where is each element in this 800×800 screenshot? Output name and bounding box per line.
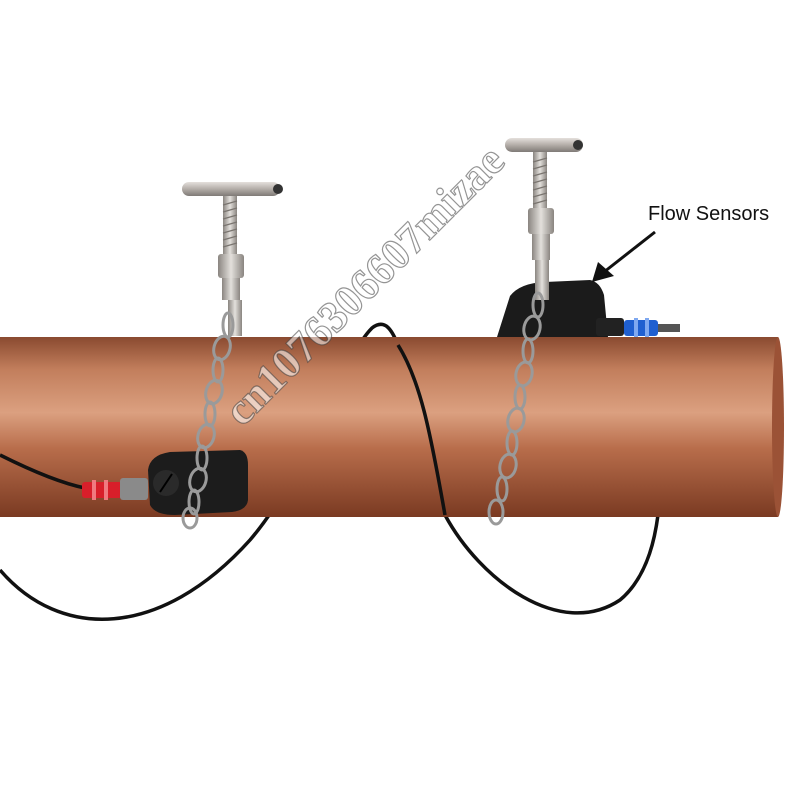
- left-chain: [181, 311, 235, 530]
- left-t-handle-clamp: [182, 182, 283, 336]
- cable-left-input: [0, 453, 86, 490]
- cable-front: [396, 344, 447, 516]
- flow-sensors-label: Flow Sensors: [648, 203, 770, 225]
- copper-pipe: [0, 337, 784, 517]
- blue-connector-icon: [624, 318, 680, 337]
- red-connector-icon: [82, 478, 148, 500]
- right-chain: [487, 291, 545, 526]
- left-sensor-transducer: [82, 450, 248, 515]
- callout-arrow-icon: [592, 230, 656, 282]
- right-t-handle-clamp: [505, 138, 583, 300]
